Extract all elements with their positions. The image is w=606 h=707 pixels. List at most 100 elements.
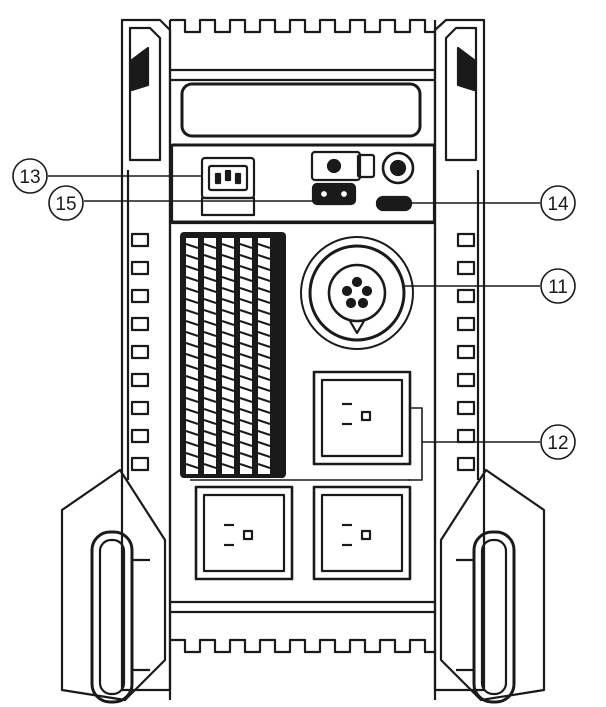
vent-hatch-line [185,243,199,249]
vent-hatch-line [185,298,199,304]
callout-15: 15 [48,185,84,221]
vent-hatch-line [203,298,217,304]
callout-11-label: 11 [548,277,568,298]
vent-hatch-line [185,353,199,359]
vent-hatch-line [221,265,235,271]
vent-hatch-line [203,441,217,447]
right-wheel [439,468,546,704]
callout-14-label: 14 [547,194,569,215]
ac-input-socket [200,156,256,217]
vent-hatch-line [257,320,271,326]
vent-hatch-line [203,353,217,359]
vent-hatch-line [239,441,253,447]
vent-hatch-line [203,397,217,403]
vent-hatch-line [221,331,235,337]
callout-13-label: 13 [19,167,40,188]
vent-hatch-line [221,254,235,260]
vent-hatch-line [257,364,271,370]
vent-hatch-line [185,452,199,458]
vent-hatch-line [239,243,253,249]
vent-hatch-line [185,364,199,370]
vent-hatch-line [185,463,199,469]
vent-hatch-line [221,408,235,414]
vent-hatch-line [221,364,235,370]
vent-hatch-line [257,375,271,381]
vent-hatch-line [257,463,271,469]
side-slat [130,372,150,388]
vent-hatch-line [203,276,217,282]
vent-hatch-line [221,397,235,403]
round-connector [300,236,414,350]
vent-hatch-line [257,430,271,436]
vent-hatch-line [257,441,271,447]
carry-handle-slot [180,82,422,138]
vent-hatch-line [239,298,253,304]
vent-hatch-line [239,331,253,337]
vent-hatch-line [221,342,235,348]
vent-hatch-line [239,287,253,293]
side-slat [456,344,476,360]
vent-hatch-line [257,397,271,403]
vent-hatch-line [257,386,271,392]
vent-hatch-line [239,364,253,370]
vent-hatch-line [203,408,217,414]
side-slat [130,316,150,332]
vent-hatch-line [221,353,235,359]
vent-hatch-line [221,430,235,436]
vent-hatch-line [185,287,199,293]
side-slat [130,344,150,360]
side-slat [456,316,476,332]
vent-hatch-line [221,386,235,392]
vent-hatch-line [185,375,199,381]
side-slat [130,400,150,416]
upper-panel [170,143,436,225]
vent-hatch-line [185,441,199,447]
bottom-serrated-edge [170,638,435,654]
left-frame-rail [120,18,172,692]
side-slat [456,456,476,472]
vent-hatch-line [185,342,199,348]
vent-hatch-line [185,408,199,414]
vent-hatch-line [257,452,271,458]
vent-hatch-line [257,243,271,249]
right-frame-rail [433,18,486,692]
vent-hatch-line [185,331,199,337]
vent-hatch-line [257,331,271,337]
vent-hatch-line [221,463,235,469]
vent-hatch-line [185,320,199,326]
vent-hatch-line [203,309,217,315]
vent-hatch-line [203,375,217,381]
ac-outlet-top [312,370,412,466]
vent-hatch-line [257,353,271,359]
vent-hatch-line [203,320,217,326]
left-wheel [60,468,167,704]
vent-grille [180,232,286,478]
vent-hatch-line [221,441,235,447]
vent-hatch-line [257,309,271,315]
vent-hatch-line [239,353,253,359]
callout-12-label: 12 [547,433,568,454]
side-slat [456,288,476,304]
side-slat [130,428,150,444]
vent-hatch-line [221,298,235,304]
callout-13: 13 [12,158,48,194]
callout-12: 12 [540,424,576,460]
vent-hatch-line [257,298,271,304]
vent-hatch-line [185,430,199,436]
leader-line-12 [408,407,540,481]
vent-hatch-line [203,419,217,425]
vent-hatch-line [221,287,235,293]
side-slat [456,260,476,276]
top-serrated-edge [170,18,435,34]
vent-hatch-line [257,276,271,282]
callout-11: 11 [540,268,576,304]
vent-hatch-line [239,254,253,260]
vent-hatch-line [239,320,253,326]
vent-hatch-line [185,419,199,425]
vent-hatch-line [257,254,271,260]
vent-hatch-line [185,254,199,260]
vent-hatch-line [185,265,199,271]
vent-hatch-line [239,430,253,436]
vent-hatch-line [239,342,253,348]
side-slat [456,428,476,444]
